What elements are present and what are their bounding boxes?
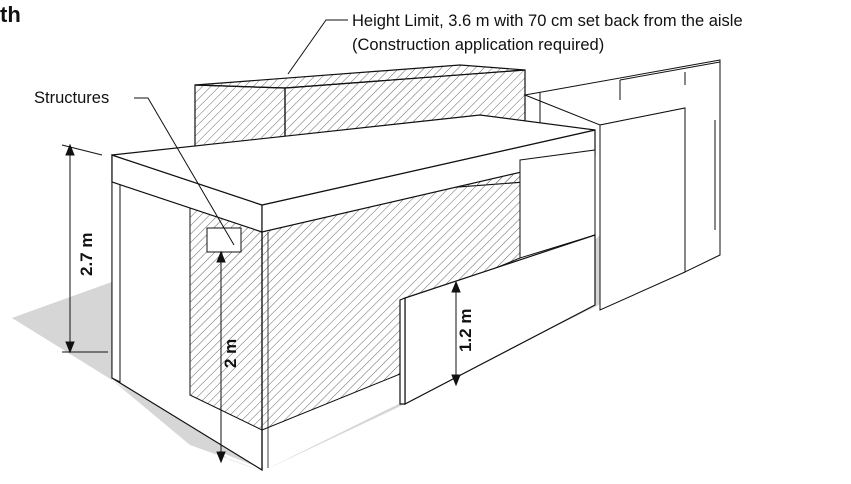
dim-wall-height	[61, 143, 108, 354]
height-limit-note: (Construction application required)	[352, 36, 604, 54]
structures-leader	[134, 97, 235, 246]
corner-title: th	[0, 2, 21, 27]
height-limit-label: Height Limit, 3.6 m with 70 cm set back …	[352, 12, 743, 30]
height-limit-leader	[287, 19, 348, 75]
dim-structure-height-label: 2 m	[221, 339, 240, 368]
top-fascia	[111, 114, 596, 233]
left-wall-edge	[111, 174, 121, 383]
low-front-wall	[399, 234, 596, 405]
background-walls	[523, 59, 721, 311]
structures-box	[206, 227, 242, 253]
dim-wall-height-label: 2.7 m	[77, 233, 96, 276]
dim-structure-height	[216, 250, 226, 464]
dim-low-wall-height-label: 1.2 m	[456, 309, 475, 352]
dim-low-wall-height	[451, 280, 461, 387]
structures-label: Structures	[34, 89, 109, 107]
floor-left	[12, 282, 265, 472]
